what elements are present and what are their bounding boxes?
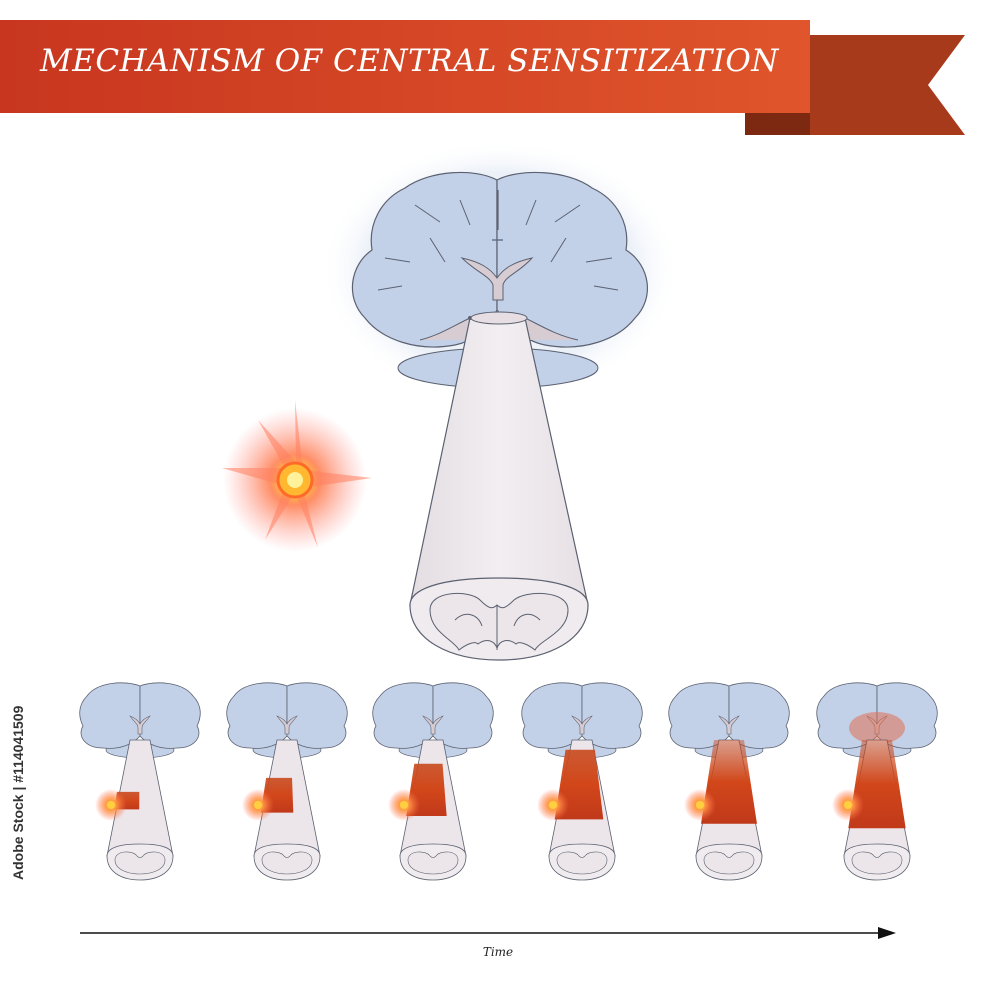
- stage-1-illustration: [79, 682, 201, 881]
- time-axis: [80, 927, 896, 939]
- main-diagram: [222, 140, 680, 661]
- stage-5-illustration: [668, 682, 790, 881]
- pain-starburst-icon: [222, 400, 372, 552]
- stage-figure-4: [517, 678, 647, 888]
- time-axis-label: Time: [482, 945, 514, 959]
- stage-4-illustration: [521, 682, 643, 881]
- stage-figure-3: [368, 678, 498, 888]
- stage-figure-1: [75, 678, 205, 888]
- time-arrow-head: [878, 927, 896, 939]
- banner-ribbon-main: [0, 20, 810, 113]
- stage-figure-2: [222, 678, 352, 888]
- stage-figure-6: [812, 678, 942, 888]
- stage-2-illustration: [226, 682, 348, 881]
- spinal-cord: [409, 311, 589, 661]
- page-title: MECHANISM OF CENTRAL SENSITIZATION: [40, 43, 779, 79]
- title-banner: [0, 20, 965, 135]
- banner-ribbon-fold: [745, 113, 810, 135]
- stage-6-illustration: [816, 682, 938, 881]
- stock-watermark: Adobe Stock | #114041509: [10, 705, 26, 880]
- stage-3-illustration: [372, 682, 494, 881]
- stage-figure-5: [664, 678, 794, 888]
